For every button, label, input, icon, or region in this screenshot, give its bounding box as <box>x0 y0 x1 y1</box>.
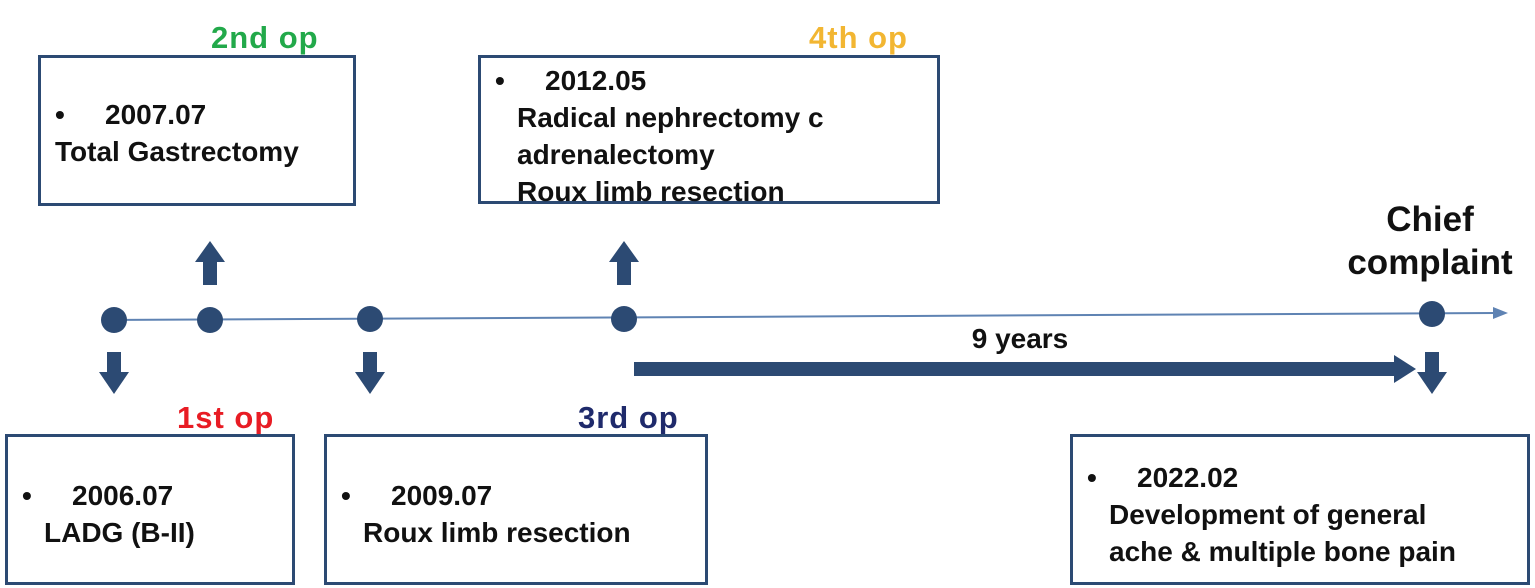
arrow-down-1st-op-icon <box>99 352 129 394</box>
event-date-line: • 2006.07 <box>22 477 292 514</box>
event-box-3rd-op: • 2009.07 Roux limb resection <box>324 434 708 585</box>
event-marker-1st-op <box>101 307 127 333</box>
bullet: • <box>55 99 65 130</box>
bullet: • <box>495 65 505 96</box>
bullet: • <box>1087 462 1097 493</box>
event-box-2nd-op: • 2007.07 Total Gastrectomy <box>38 55 356 206</box>
event-date: 2006.07 <box>72 480 174 511</box>
bullet: • <box>22 480 32 511</box>
event-description: Roux limb resection <box>363 517 631 548</box>
arrow-up-4th-op-icon <box>609 241 639 285</box>
arrow-up-2nd-op-icon <box>195 241 225 285</box>
op-label-4th: 4th op <box>809 20 908 55</box>
event-date: 2022.02 <box>1137 462 1239 493</box>
event-date: 2009.07 <box>391 480 493 511</box>
event-date: 2012.05 <box>545 65 647 96</box>
op-label-3rd: 3rd op <box>578 400 679 435</box>
event-description: Total Gastrectomy <box>55 136 299 167</box>
arrow-down-3rd-op-icon <box>355 352 385 394</box>
interval-arrow-icon <box>634 355 1416 383</box>
event-description: LADG (B-II) <box>44 517 195 548</box>
event-date-line: • 2022.02 <box>1087 459 1527 496</box>
event-date-line: • 2007.07 <box>55 96 353 133</box>
event-marker-4th-op <box>611 306 637 332</box>
chief-complaint-title: Chief complaint <box>1347 200 1513 282</box>
event-box-4th-op: • 2012.05 Radical nephrectomy c adrenalec… <box>478 55 940 207</box>
event-description: Radical nephrectomy c adrenalectomy Roux… <box>517 102 824 207</box>
op-label-2nd: 2nd op <box>211 20 319 55</box>
event-marker-chief-complaint <box>1419 301 1445 327</box>
event-description: Development of general ache & multiple b… <box>1109 499 1456 567</box>
event-marker-2nd-op <box>197 307 223 333</box>
arrow-down-chief-complaint-icon <box>1417 352 1447 394</box>
event-date-line: • 2009.07 <box>341 477 705 514</box>
event-box-1st-op: • 2006.07 LADG (B-II) <box>5 434 295 585</box>
op-label-1st: 1st op <box>177 400 275 435</box>
event-marker-3rd-op <box>357 306 383 332</box>
timeline-arrowhead <box>1493 307 1508 319</box>
chief-complaint-box: • 2022.02 Development of general ache & m… <box>1070 434 1530 585</box>
bullet: • <box>341 480 351 511</box>
timeline-axis <box>111 312 1496 321</box>
event-date: 2007.07 <box>105 99 207 130</box>
interval-label: 9 years <box>971 323 1069 354</box>
event-date-line: • 2012.05 <box>495 62 937 99</box>
